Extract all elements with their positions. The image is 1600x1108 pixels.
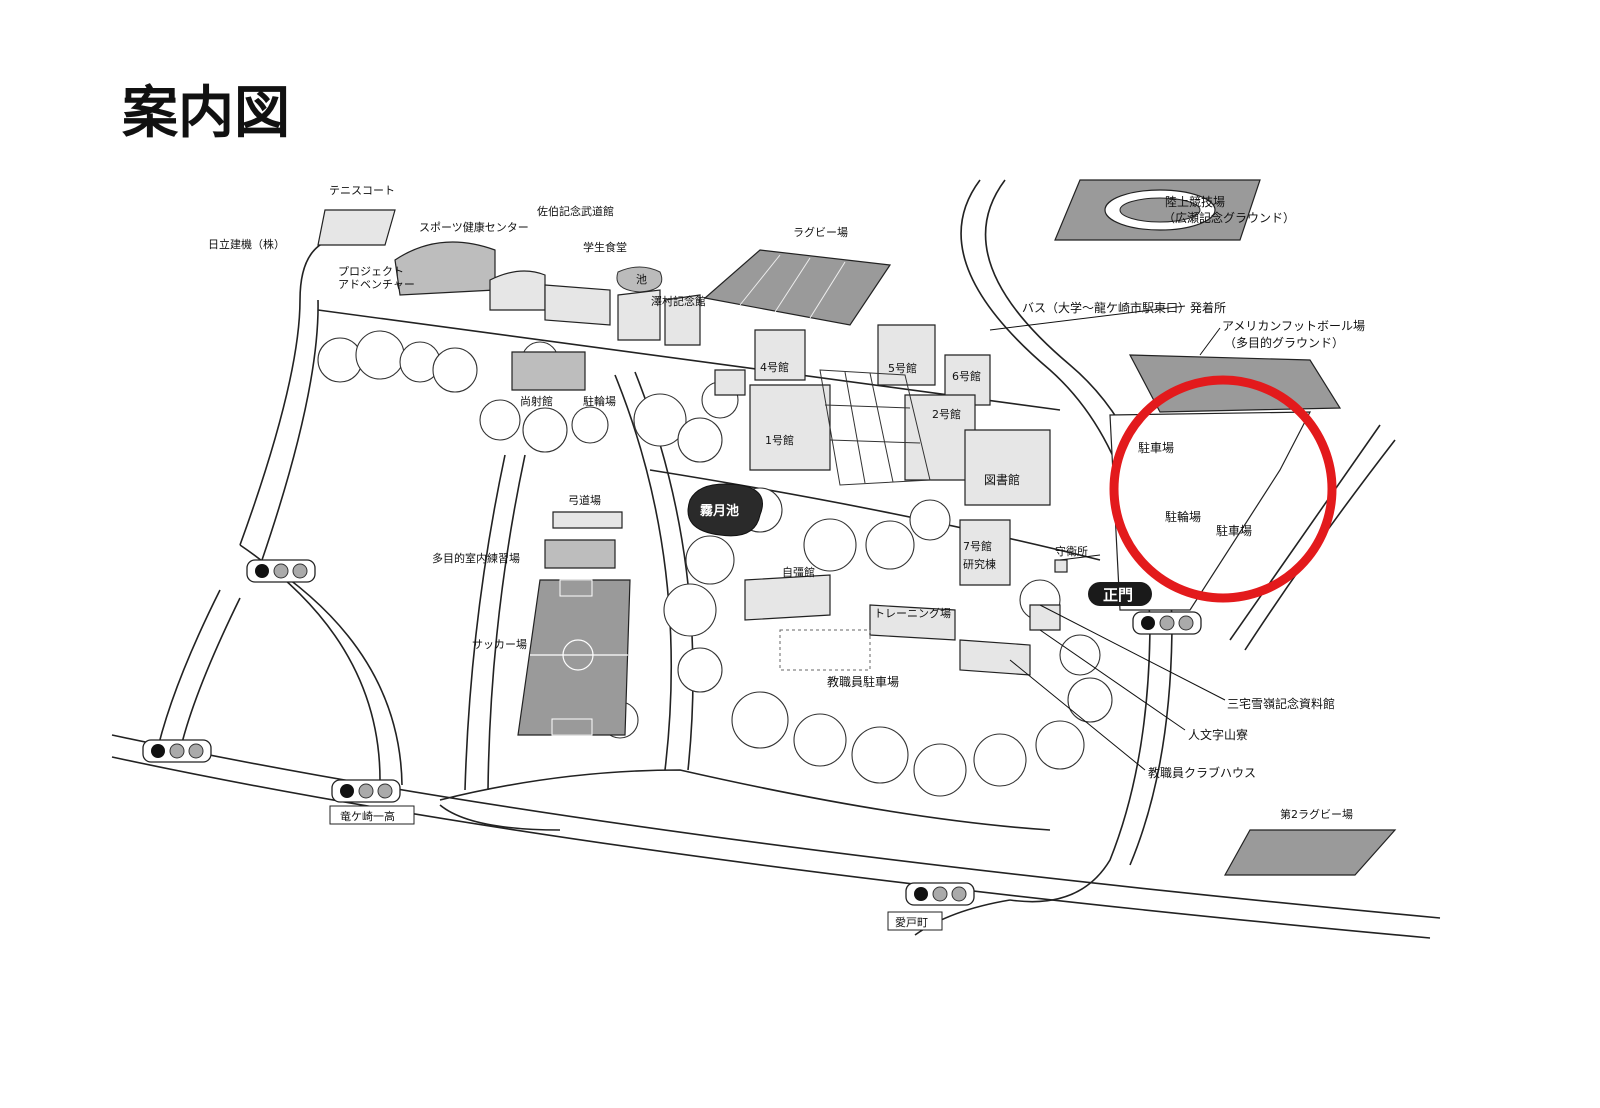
label-parking2: 駐車場 [1216,523,1252,538]
label-jikyokan: 自彊館 [782,565,815,579]
label-ryugasaki: 竜ケ崎一高 [340,809,395,823]
main-gate-badge [1088,582,1152,606]
label-rugby2: 第2ラグビー場 [1280,807,1353,821]
label-bicycle1: 駐輪場 [583,394,616,408]
label-rugby: ラグビー場 [793,225,848,239]
label-sawamura: 澤村記念館 [651,294,706,308]
traffic-light-1 [246,559,316,583]
label-pond-small: 池 [636,273,647,286]
label-staff-parking: 教職員駐車場 [827,674,899,689]
traffic-light-2 [142,739,212,763]
labels: テニスコート スポーツ健康センター 佐伯記念武道館 日立建機（株） プロジェクト… [208,184,1365,821]
soccer-field [517,579,631,736]
main-gate-label: 正門 [1103,586,1133,604]
traffic-light-3 [331,779,401,803]
label-tennis: テニスコート [329,184,395,197]
label-jinbunji: 人文字山寮 [1188,727,1248,742]
label-bldg7: 7号館 [963,539,992,553]
label-bldg5: 5号館 [888,361,917,375]
label-miyake: 三宅雪嶺記念資料館 [1227,696,1335,711]
label-atago: 愛戸町 [895,916,928,929]
label-kyudojo: 弓道場 [568,493,601,507]
label-library: 図書館 [984,472,1020,487]
label-clubhouse: 教職員クラブハウス [1148,765,1256,780]
label-bldg1: 1号館 [765,433,794,447]
rugby2-field [1223,829,1397,876]
label-hitachi: 日立建機（株） [208,237,285,251]
label-bus: バス（大学～龍ケ崎市駅東口）発着所 [1022,300,1226,315]
label-track-sub: （広瀬記念グラウンド） [1163,210,1295,225]
label-bldg2: 2号館 [932,407,961,421]
label-football: アメリカンフットボール場 [1222,319,1365,333]
label-guard: 守衛所 [1055,544,1088,558]
leader-lines [989,305,1226,771]
label-shoubukan: 尚射館 [520,394,553,408]
buildings [317,209,1068,676]
label-football-sub: （多目的グラウンド） [1224,335,1344,350]
traffic-light-4 [1132,611,1202,635]
label-training: トレーニング場 [874,606,951,620]
label-pond: 霧月池 [699,503,739,519]
label-project: プロジェクトアドベンチャー [338,265,415,291]
traffic-lights [142,559,1202,906]
label-bldg6: 6号館 [952,369,981,383]
traffic-light-5 [905,882,975,906]
highlight-circle [1109,375,1337,603]
rugby-field [703,249,892,326]
map-title: 案内図 [122,81,290,146]
pond-shape [687,483,763,537]
label-indoor: 多目的室内練習場 [432,551,520,565]
label-sports-center: スポーツ健康センター [419,220,529,234]
label-bicycle2: 駐輪場 [1165,509,1201,524]
label-parking1: 駐車場 [1138,440,1174,455]
label-cafeteria: 学生食堂 [583,240,627,254]
label-research: 研究棟 [963,557,996,571]
label-saeki: 佐伯記念武道館 [537,204,614,218]
label-track: 陸上競技場 [1165,194,1225,209]
label-bldg4: 4号館 [760,360,789,374]
label-soccer: サッカー場 [472,638,527,651]
